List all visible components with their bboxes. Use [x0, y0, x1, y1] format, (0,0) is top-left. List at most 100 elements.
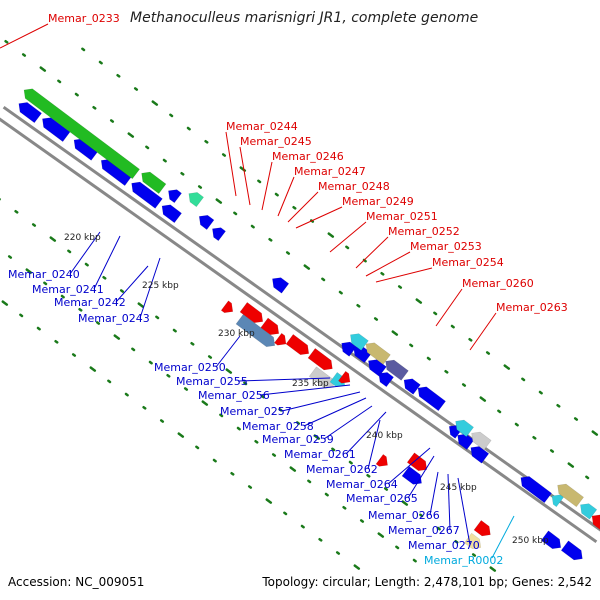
tick-mark — [207, 355, 213, 359]
tick-mark — [159, 419, 165, 423]
gene-shape — [220, 300, 234, 314]
tick-mark — [31, 223, 37, 227]
forward-gene-feature — [540, 530, 562, 550]
gene-shape — [350, 333, 369, 351]
tick-mark — [7, 255, 13, 259]
rna-leader-line — [491, 515, 515, 559]
reverse-gene-feature — [557, 483, 584, 508]
reverse-gene-feature — [141, 171, 167, 194]
forward-gene-feature — [464, 532, 482, 550]
tick-mark — [356, 303, 361, 308]
reverse-leader-line — [303, 397, 367, 427]
reverse-gene-label: Memar_0266 — [368, 509, 440, 522]
tick-mark — [331, 447, 336, 452]
label-leaders — [0, 23, 515, 559]
rna-gene-label: Memar_R0002 — [424, 554, 503, 567]
gene-shape — [365, 342, 391, 365]
tick-mark — [567, 462, 575, 468]
gene-shape — [417, 386, 446, 412]
reverse-gene-feature — [188, 192, 204, 208]
tick-mark — [268, 237, 273, 242]
reverse-gene-feature — [417, 386, 446, 412]
tick-mark — [556, 403, 561, 408]
tick-mark — [116, 73, 121, 78]
tick-mark — [36, 326, 41, 331]
tick-mark — [271, 453, 277, 457]
tick-mark — [57, 79, 62, 84]
tick-mark — [450, 324, 455, 329]
tick-mark — [377, 532, 385, 538]
tick-mark — [221, 153, 227, 157]
tick-mark — [183, 387, 189, 391]
gene-shape — [198, 214, 215, 230]
forward-leader-line — [239, 146, 251, 206]
tick-mark — [190, 341, 195, 346]
tick-mark — [155, 315, 160, 320]
tick-mark — [383, 487, 389, 491]
tick-mark — [260, 394, 265, 399]
tick-mark — [444, 369, 449, 374]
scale-label: 250 kbp — [512, 536, 549, 546]
tick-mark — [395, 545, 400, 550]
tick-mark — [21, 53, 27, 57]
gene-shape — [338, 370, 351, 384]
reverse-gene-label: Memar_0250 — [154, 361, 226, 374]
forward-leader-line — [375, 267, 433, 283]
forward-gene-feature — [260, 317, 280, 336]
tick-mark — [113, 334, 121, 340]
reverse-leader-line — [69, 231, 101, 275]
tick-mark — [532, 435, 537, 440]
tick-mark — [461, 383, 467, 387]
reverse-gene-feature — [385, 359, 409, 381]
forward-gene-feature — [375, 454, 388, 467]
reverse-gene-label: Memar_0243 — [78, 312, 150, 325]
tick-mark — [243, 381, 248, 386]
tick-mark — [71, 353, 77, 357]
gene-labels: Memar_0233Memar_0244Memar_0245Memar_0246… — [8, 12, 568, 567]
tick-mark — [142, 405, 147, 410]
tick-mark — [162, 158, 167, 163]
gene-shape — [403, 378, 421, 395]
scale-label: 230 kbp — [218, 329, 255, 339]
reverse-gene-feature — [168, 189, 182, 204]
map-title: Methanoculleus marisnigri JR1, complete … — [130, 10, 479, 26]
gene-shape — [406, 452, 428, 472]
gene-shape — [580, 503, 598, 520]
tick-mark — [471, 553, 477, 557]
forward-leader-line — [277, 176, 295, 217]
reverse-gene-feature — [403, 378, 421, 395]
gene-shape — [520, 476, 552, 504]
backbone-strand — [0, 117, 598, 544]
forward-gene-label: Memar_0260 — [462, 277, 534, 290]
tick-mark — [283, 511, 288, 516]
tick-mark — [300, 524, 305, 529]
tick-mark — [401, 500, 409, 506]
tick-mark — [454, 539, 459, 544]
tick-mark — [585, 475, 590, 480]
reverse-gene-label: Memar_0265 — [346, 492, 418, 505]
tick-mark — [573, 417, 579, 421]
tick-mark — [145, 145, 150, 150]
tick-mark — [514, 422, 519, 427]
tick-mark — [318, 537, 323, 542]
tick-mark — [366, 473, 371, 478]
tick-mark — [303, 264, 311, 270]
gene-shape — [473, 520, 491, 537]
tick-mark — [289, 466, 297, 472]
reverse-gene-feature — [212, 227, 226, 242]
tick-mark — [172, 328, 177, 333]
reverse-leader-line — [93, 235, 121, 290]
tick-mark — [436, 526, 441, 531]
tick-mark — [342, 505, 347, 510]
tick-mark — [324, 492, 329, 497]
gene-shape — [260, 317, 280, 336]
tick-mark — [133, 87, 139, 91]
forward-leader-line — [287, 191, 319, 223]
tick-mark — [131, 347, 136, 352]
gene-shape — [401, 466, 422, 485]
forward-leader-line — [0, 23, 49, 49]
tick-mark — [373, 317, 379, 321]
reverse-leader-line — [323, 405, 373, 440]
